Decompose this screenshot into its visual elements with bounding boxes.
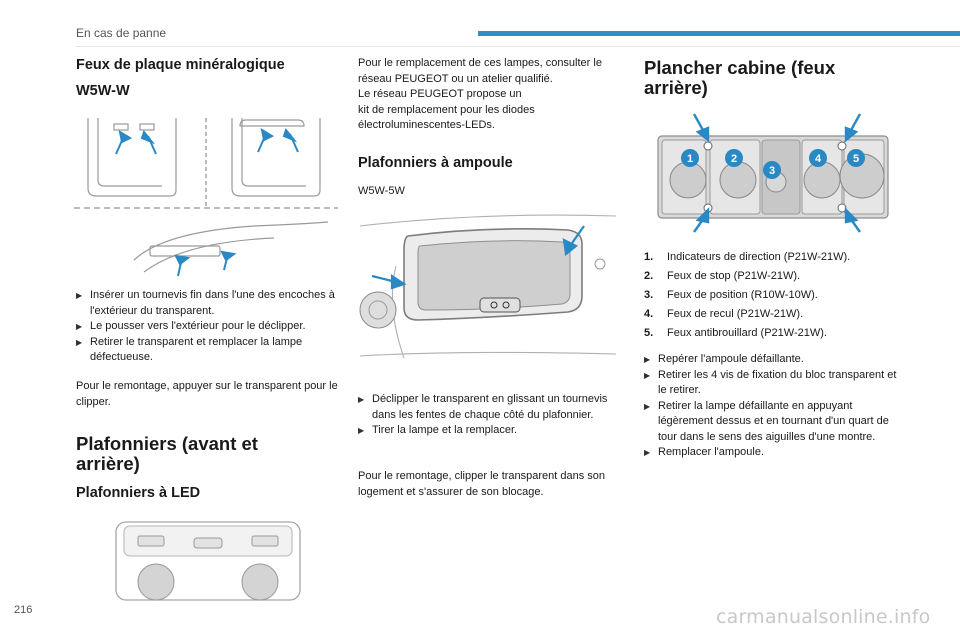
lamp-number: 4. xyxy=(644,308,654,320)
plate-step: Retirer le transparent et remplacer la l… xyxy=(76,335,340,366)
lamp-label: Feux de position (R10W-10W). xyxy=(667,289,818,301)
rear-lamp-unit-diagram: 1 2 3 4 5 xyxy=(657,113,889,233)
diagram-label-3: 3 xyxy=(769,165,775,177)
lamp-label: Feux de recul (P21W-21W). xyxy=(667,308,804,320)
floor-steps-list: Repérer l'ampoule défaillante. Retirer l… xyxy=(644,352,908,461)
plate-step: Le pousser vers l'extérieur pour le décl… xyxy=(76,319,340,335)
lamp-label: Feux antibrouillard (P21W-21W). xyxy=(667,327,827,339)
led-replacement-note: Pour le remplacement de ces lampes, cons… xyxy=(358,57,602,131)
bulb-step: Déclipper le transparent en glissant un … xyxy=(358,392,626,423)
page-number: 216 xyxy=(14,604,33,616)
bulb-ceiling-illustration xyxy=(359,214,617,359)
header-accent-bar xyxy=(478,31,960,36)
led-ceiling-heading: Plafonniers à LED xyxy=(76,485,201,501)
floor-step: Retirer la lampe défaillante en appuyant… xyxy=(644,399,908,446)
bulb-steps-list: Déclipper le transparent en glissant un … xyxy=(358,392,626,439)
lamp-number: 1. xyxy=(644,251,654,263)
plate-steps-list: Insérer un tournevis fin dans l'une des … xyxy=(76,288,340,366)
bulb-type: W5W-5W xyxy=(358,185,405,197)
lamp-legend-item: 1. Indicateurs de direction (P21W-21W). xyxy=(644,250,908,266)
plate-lights-heading: Feux de plaque minéralogique xyxy=(76,57,285,73)
lamp-legend-item: 5. Feux antibrouillard (P21W-21W). xyxy=(644,326,908,342)
lamp-legend-item: 3. Feux de position (R10W-10W). xyxy=(644,288,908,304)
lamp-legend-item: 2. Feux de stop (P21W-21W). xyxy=(644,269,908,285)
floor-step: Remplacer l'ampoule. xyxy=(644,445,908,461)
plate-refit-note: Pour le remontage, appuyer sur le transp… xyxy=(76,380,338,408)
lamp-legend-list: 1. Indicateurs de direction (P21W-21W). 2… xyxy=(644,250,908,345)
plate-step: Insérer un tournevis fin dans l'une des … xyxy=(76,288,340,319)
bulb-refit-note: Pour le remontage, clipper le transparen… xyxy=(358,470,606,498)
floor-step: Retirer les 4 vis de fixation du bloc tr… xyxy=(644,368,908,399)
header-divider xyxy=(76,46,960,47)
plate-light-illustration xyxy=(74,118,338,277)
lamp-number: 2. xyxy=(644,270,654,282)
ceiling-lights-heading: Plafonniers (avant et arrière) xyxy=(76,433,258,474)
led-ceiling-illustration xyxy=(115,521,301,601)
lamp-number: 3. xyxy=(644,289,654,301)
floor-step: Repérer l'ampoule défaillante. xyxy=(644,352,908,368)
diagram-label-5: 5 xyxy=(853,153,859,165)
bulb-ceiling-heading: Plafonniers à ampoule xyxy=(358,155,513,171)
watermark: carmanualsonline.info xyxy=(716,606,931,628)
cab-floor-heading: Plancher cabine (feux arrière) xyxy=(644,57,836,98)
diagram-label-1: 1 xyxy=(687,153,693,165)
lamp-number: 5. xyxy=(644,327,654,339)
diagram-label-4: 4 xyxy=(815,153,822,165)
bulb-step: Tirer la lampe et la remplacer. xyxy=(358,423,626,439)
diagram-label-2: 2 xyxy=(731,153,737,165)
lamp-label: Feux de stop (P21W-21W). xyxy=(667,270,801,282)
lamp-legend-item: 4. Feux de recul (P21W-21W). xyxy=(644,307,908,323)
lamp-label: Indicateurs de direction (P21W-21W). xyxy=(667,251,851,263)
plate-bulb-type: W5W-W xyxy=(76,83,130,99)
section-title: En cas de panne xyxy=(76,26,167,40)
